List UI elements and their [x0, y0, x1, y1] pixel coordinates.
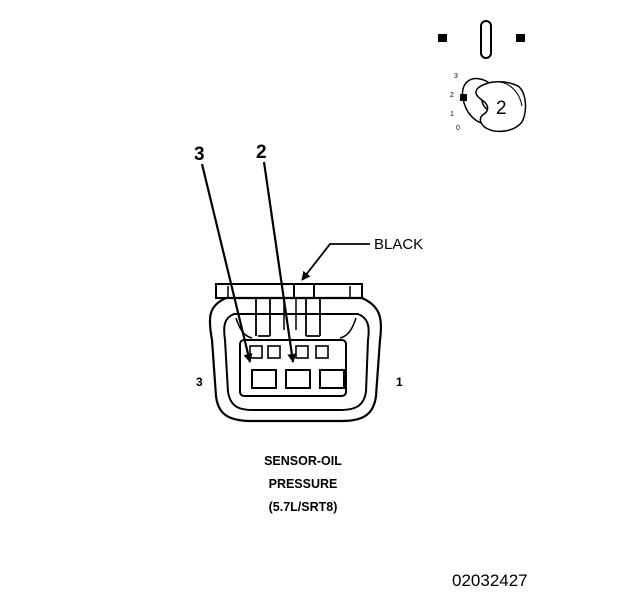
cavity-2	[285, 369, 311, 389]
figure-code: 02032427	[452, 571, 528, 590]
inset-right-square	[516, 34, 525, 42]
wire-color-label: BLACK	[374, 236, 424, 253]
dial-mark-2: 2	[450, 92, 454, 99]
callout-arrow-pin-3	[200, 163, 253, 363]
terminal-window-upper-3	[295, 345, 309, 359]
cavity-side-label-right: 1	[396, 375, 403, 389]
terminal-window-upper-2	[267, 345, 281, 359]
latch-tab	[293, 283, 315, 299]
key-number: 2	[496, 98, 507, 119]
cavity-side-label-left: 3	[196, 375, 203, 389]
caption-line-1: SENSOR-OIL	[264, 454, 342, 468]
caption-line-2: PRESSURE	[268, 477, 338, 491]
terminal-window-upper-1	[249, 345, 263, 359]
dial-mark-0: 0	[456, 125, 460, 132]
lock-rail	[215, 283, 363, 299]
dial-mark-3: 3	[454, 73, 458, 80]
inset-left-square	[438, 34, 447, 42]
cavity-3	[251, 369, 277, 389]
callout-arrow-pin-2	[262, 161, 297, 363]
inset-center-slot	[480, 20, 492, 59]
key-head	[475, 81, 527, 133]
dial-mark-1: 1	[450, 111, 454, 118]
ignition-key-inset	[438, 20, 527, 133]
dial-position-marker	[460, 94, 467, 101]
wire-color-leader	[301, 243, 370, 281]
callout-label-left: 3	[194, 144, 205, 165]
terminal-window-upper-4	[315, 345, 329, 359]
caption-line-3: (5.7L/SRT8)	[268, 500, 338, 514]
cavity-1	[319, 369, 345, 389]
callout-label-right: 2	[256, 142, 267, 163]
key-head-edge	[499, 81, 523, 107]
